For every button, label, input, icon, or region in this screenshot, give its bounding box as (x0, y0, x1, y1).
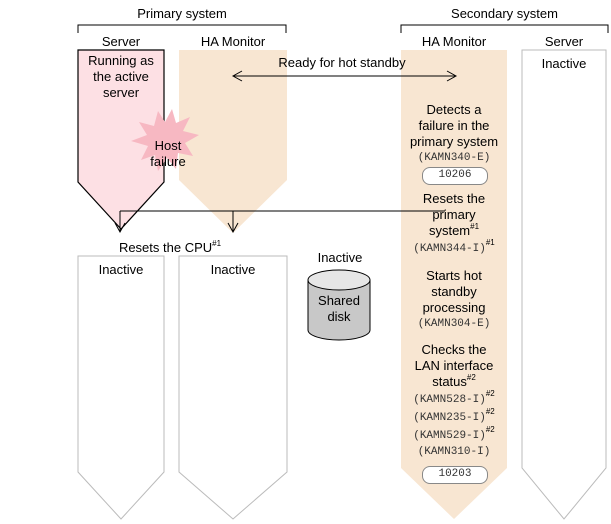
detects-failure-text: Detects a failure in the primary system … (409, 102, 499, 164)
starts-hot-standby-text: Starts hot standby processing (KAMN304-E… (417, 268, 491, 330)
ready-hot-standby-label: Ready for hot standby (278, 55, 406, 70)
primary-ha-label: HA Monitor (200, 34, 266, 49)
resets-cpu-label: Resets the CPU#1 (118, 239, 222, 256)
primary-bracket (77, 24, 287, 33)
resets-primary-text: Resets the primary system#1 (KAMN344-I)#… (413, 191, 495, 255)
primary-ha-inactive: Inactive (210, 262, 256, 277)
final-code-badge: 10203 (422, 466, 488, 484)
host-failure-burst (131, 109, 199, 171)
shared-disk-cylinder (307, 269, 371, 341)
secondary-ha-label: HA Monitor (421, 34, 487, 49)
running-active-text: Running as the active server (88, 53, 154, 100)
shared-disk-label: Shared disk (318, 293, 360, 324)
primary-server-inactive-arrow (77, 255, 165, 520)
primary-server-arrow (77, 49, 165, 230)
primary-server-label: Server (101, 34, 141, 49)
secondary-server-inactive: Inactive (541, 56, 587, 71)
primary-system-label: Primary system (137, 6, 227, 21)
detects-code-badge: 10206 (422, 167, 488, 185)
shared-disk-inactive: Inactive (317, 250, 363, 265)
secondary-bracket (400, 24, 609, 33)
primary-ha-inactive-arrow (178, 255, 288, 520)
secondary-server-label: Server (544, 34, 584, 49)
primary-ha-arrow (179, 50, 287, 233)
secondary-server-arrow (521, 49, 607, 520)
checks-lan-text: Checks the LAN interface status#2 (KAMN5… (413, 342, 495, 458)
secondary-system-label: Secondary system (451, 6, 558, 21)
primary-server-inactive: Inactive (98, 262, 144, 277)
host-failure-text: Host failure (150, 138, 186, 169)
